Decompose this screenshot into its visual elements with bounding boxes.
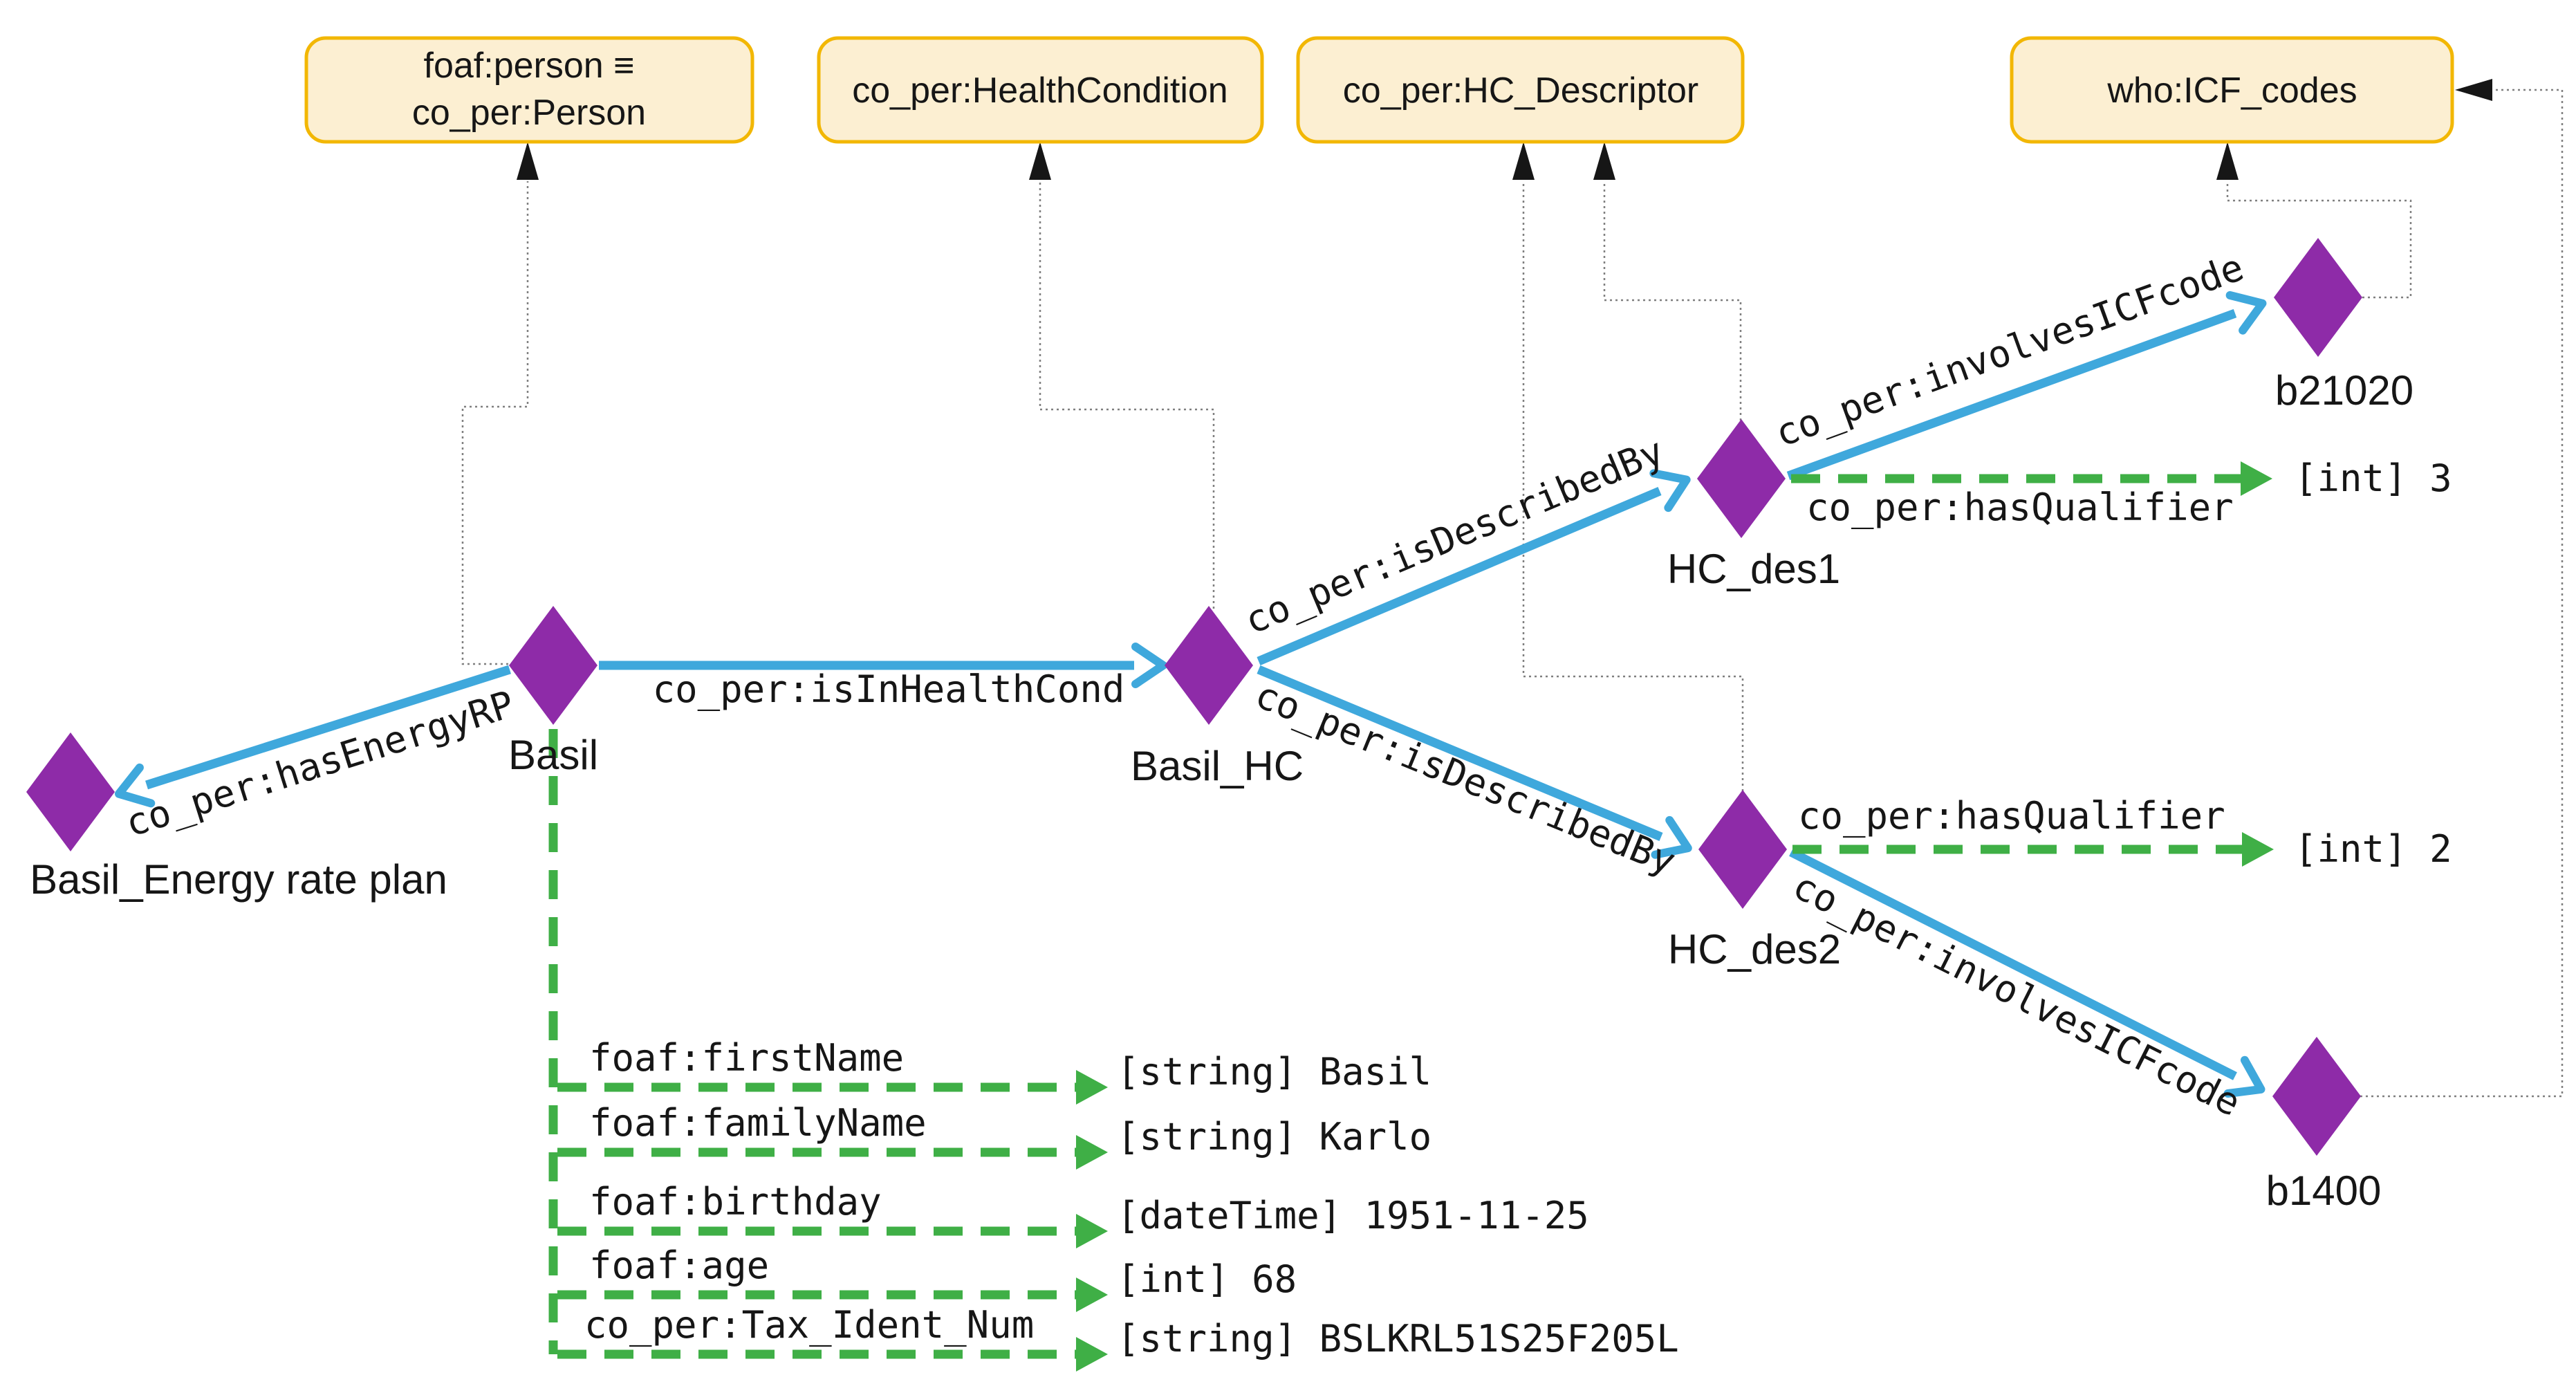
attr-label-birthday: foaf:birthday xyxy=(589,1180,882,1224)
instance-basil-energy-label: Basil_Energy rate plan xyxy=(30,856,447,903)
type-connectors xyxy=(461,79,2564,1098)
class-box-person xyxy=(304,36,754,144)
literal-value-qualifier-1: [int] 3 xyxy=(2295,456,2452,500)
type-line-b1400-icfcodes xyxy=(2360,89,2564,1098)
class-box-hcdescriptor xyxy=(1296,36,1745,144)
instance-b21020-label: b21020 xyxy=(2275,367,2413,414)
instance-basil-label: Basil xyxy=(508,732,598,778)
instance-hc-des2-diamond xyxy=(1698,790,1787,909)
literal-value-qualifier-2: [int] 2 xyxy=(2295,827,2452,871)
edge-is-described-by-1 xyxy=(1257,469,1691,665)
type-line-hcdes2-hcdescriptor xyxy=(1522,181,1744,791)
class-person-label-line2: co_per:Person xyxy=(412,93,646,133)
class-box-icfcodes xyxy=(2010,36,2454,144)
type-arrowhead-hcdescriptor-right xyxy=(1593,142,1615,180)
datatype-property-labels: co_per:hasQualifier [int] 3 co_per:hasQu… xyxy=(584,456,2452,1360)
attr-value-tax-ident-num: [string] BSLKRL51S25F205L xyxy=(1117,1317,1679,1360)
attr-value-age: [int] 68 xyxy=(1117,1257,1297,1301)
attr-label-tax-ident-num: co_per:Tax_Ident_Num xyxy=(584,1303,1034,1347)
type-line-hcdes1-hcdescriptor xyxy=(1603,181,1742,421)
edge-has-energy-rp xyxy=(114,665,511,808)
edge-label-is-in-health-cond: co_per:isInHealthCond xyxy=(653,667,1125,711)
edge-label-has-qualifier-1: co_per:hasQualifier xyxy=(1806,486,2234,529)
edge-label-has-qualifier-2: co_per:hasQualifier xyxy=(1798,794,2225,838)
type-line-b21020-icfcodes xyxy=(2226,181,2412,299)
edge-label-is-described-by-2: co_per:isDescribedBy xyxy=(1249,672,1681,883)
class-person-label-line1: foaf:person ≡ xyxy=(424,46,635,86)
type-arrowhead-healthcondition xyxy=(1029,142,1051,180)
type-arrowhead-hcdescriptor-left xyxy=(1512,142,1535,180)
edge-involves-icf-code-1 xyxy=(1786,290,2267,481)
type-line-basil-person xyxy=(461,181,529,665)
datatype-property-edges xyxy=(548,461,2274,1372)
edge-involves-icf-code-2 xyxy=(1789,848,2265,1098)
instance-b1400-diamond xyxy=(2272,1037,2361,1156)
edge-label-is-described-by-1: co_per:isDescribedBy xyxy=(1239,429,1670,643)
attr-value-familyname: [string] Karlo xyxy=(1117,1115,1431,1159)
type-arrowhead-person xyxy=(517,142,539,180)
object-property-edges xyxy=(114,290,2267,1098)
class-healthcondition-label: co_per:HealthCondition xyxy=(852,71,1227,111)
attr-label-firstname: foaf:firstName xyxy=(589,1036,904,1080)
edge-label-involves-icf-code-1: co_per:involvesICFcode xyxy=(1770,246,2250,456)
attr-value-birthday: [dateTime] 1951-11-25 xyxy=(1117,1194,1589,1237)
instance-hc-des1-label: HC_des1 xyxy=(1667,546,1840,592)
instance-basil-hc-diamond xyxy=(1165,606,1253,725)
instance-hc-des1-diamond xyxy=(1697,419,1786,538)
edge-label-involves-icf-code-2: co_per:involvesICFcode xyxy=(1786,864,2248,1125)
type-arrowhead-icfcodes-bottom xyxy=(2216,142,2239,180)
edge-is-described-by-2 xyxy=(1257,665,1692,859)
class-hcdescriptor-label: co_per:HC_Descriptor xyxy=(1343,71,1698,111)
class-boxes: foaf:person ≡ co_per:Person co_per:Healt… xyxy=(304,36,2454,144)
type-arrowhead-icfcodes-right xyxy=(2455,79,2492,101)
instance-basil-hc-label: Basil_HC xyxy=(1131,743,1304,789)
instance-basil-diamond xyxy=(509,606,597,725)
instance-b1400-label: b1400 xyxy=(2266,1168,2382,1214)
instance-b21020-diamond xyxy=(2274,238,2362,357)
instance-basil-energy-diamond xyxy=(26,732,115,851)
edge-label-has-energy-rp: co_per:hasEnergyRP xyxy=(120,682,519,845)
attr-label-familyname: foaf:familyName xyxy=(589,1101,927,1145)
class-box-healthcondition xyxy=(817,36,1264,144)
type-line-basilhc-healthcondition xyxy=(1039,181,1215,609)
attr-value-firstname: [string] Basil xyxy=(1117,1050,1431,1094)
class-icfcodes-label: who:ICF_codes xyxy=(2106,71,2357,111)
instance-nodes xyxy=(26,238,2362,1156)
attr-label-age: foaf:age xyxy=(589,1244,769,1287)
instance-hc-des2-label: HC_des2 xyxy=(1668,926,1841,972)
instance-labels: Basil Basil_HC HC_des1 HC_des2 b21020 b1… xyxy=(30,367,2413,1214)
